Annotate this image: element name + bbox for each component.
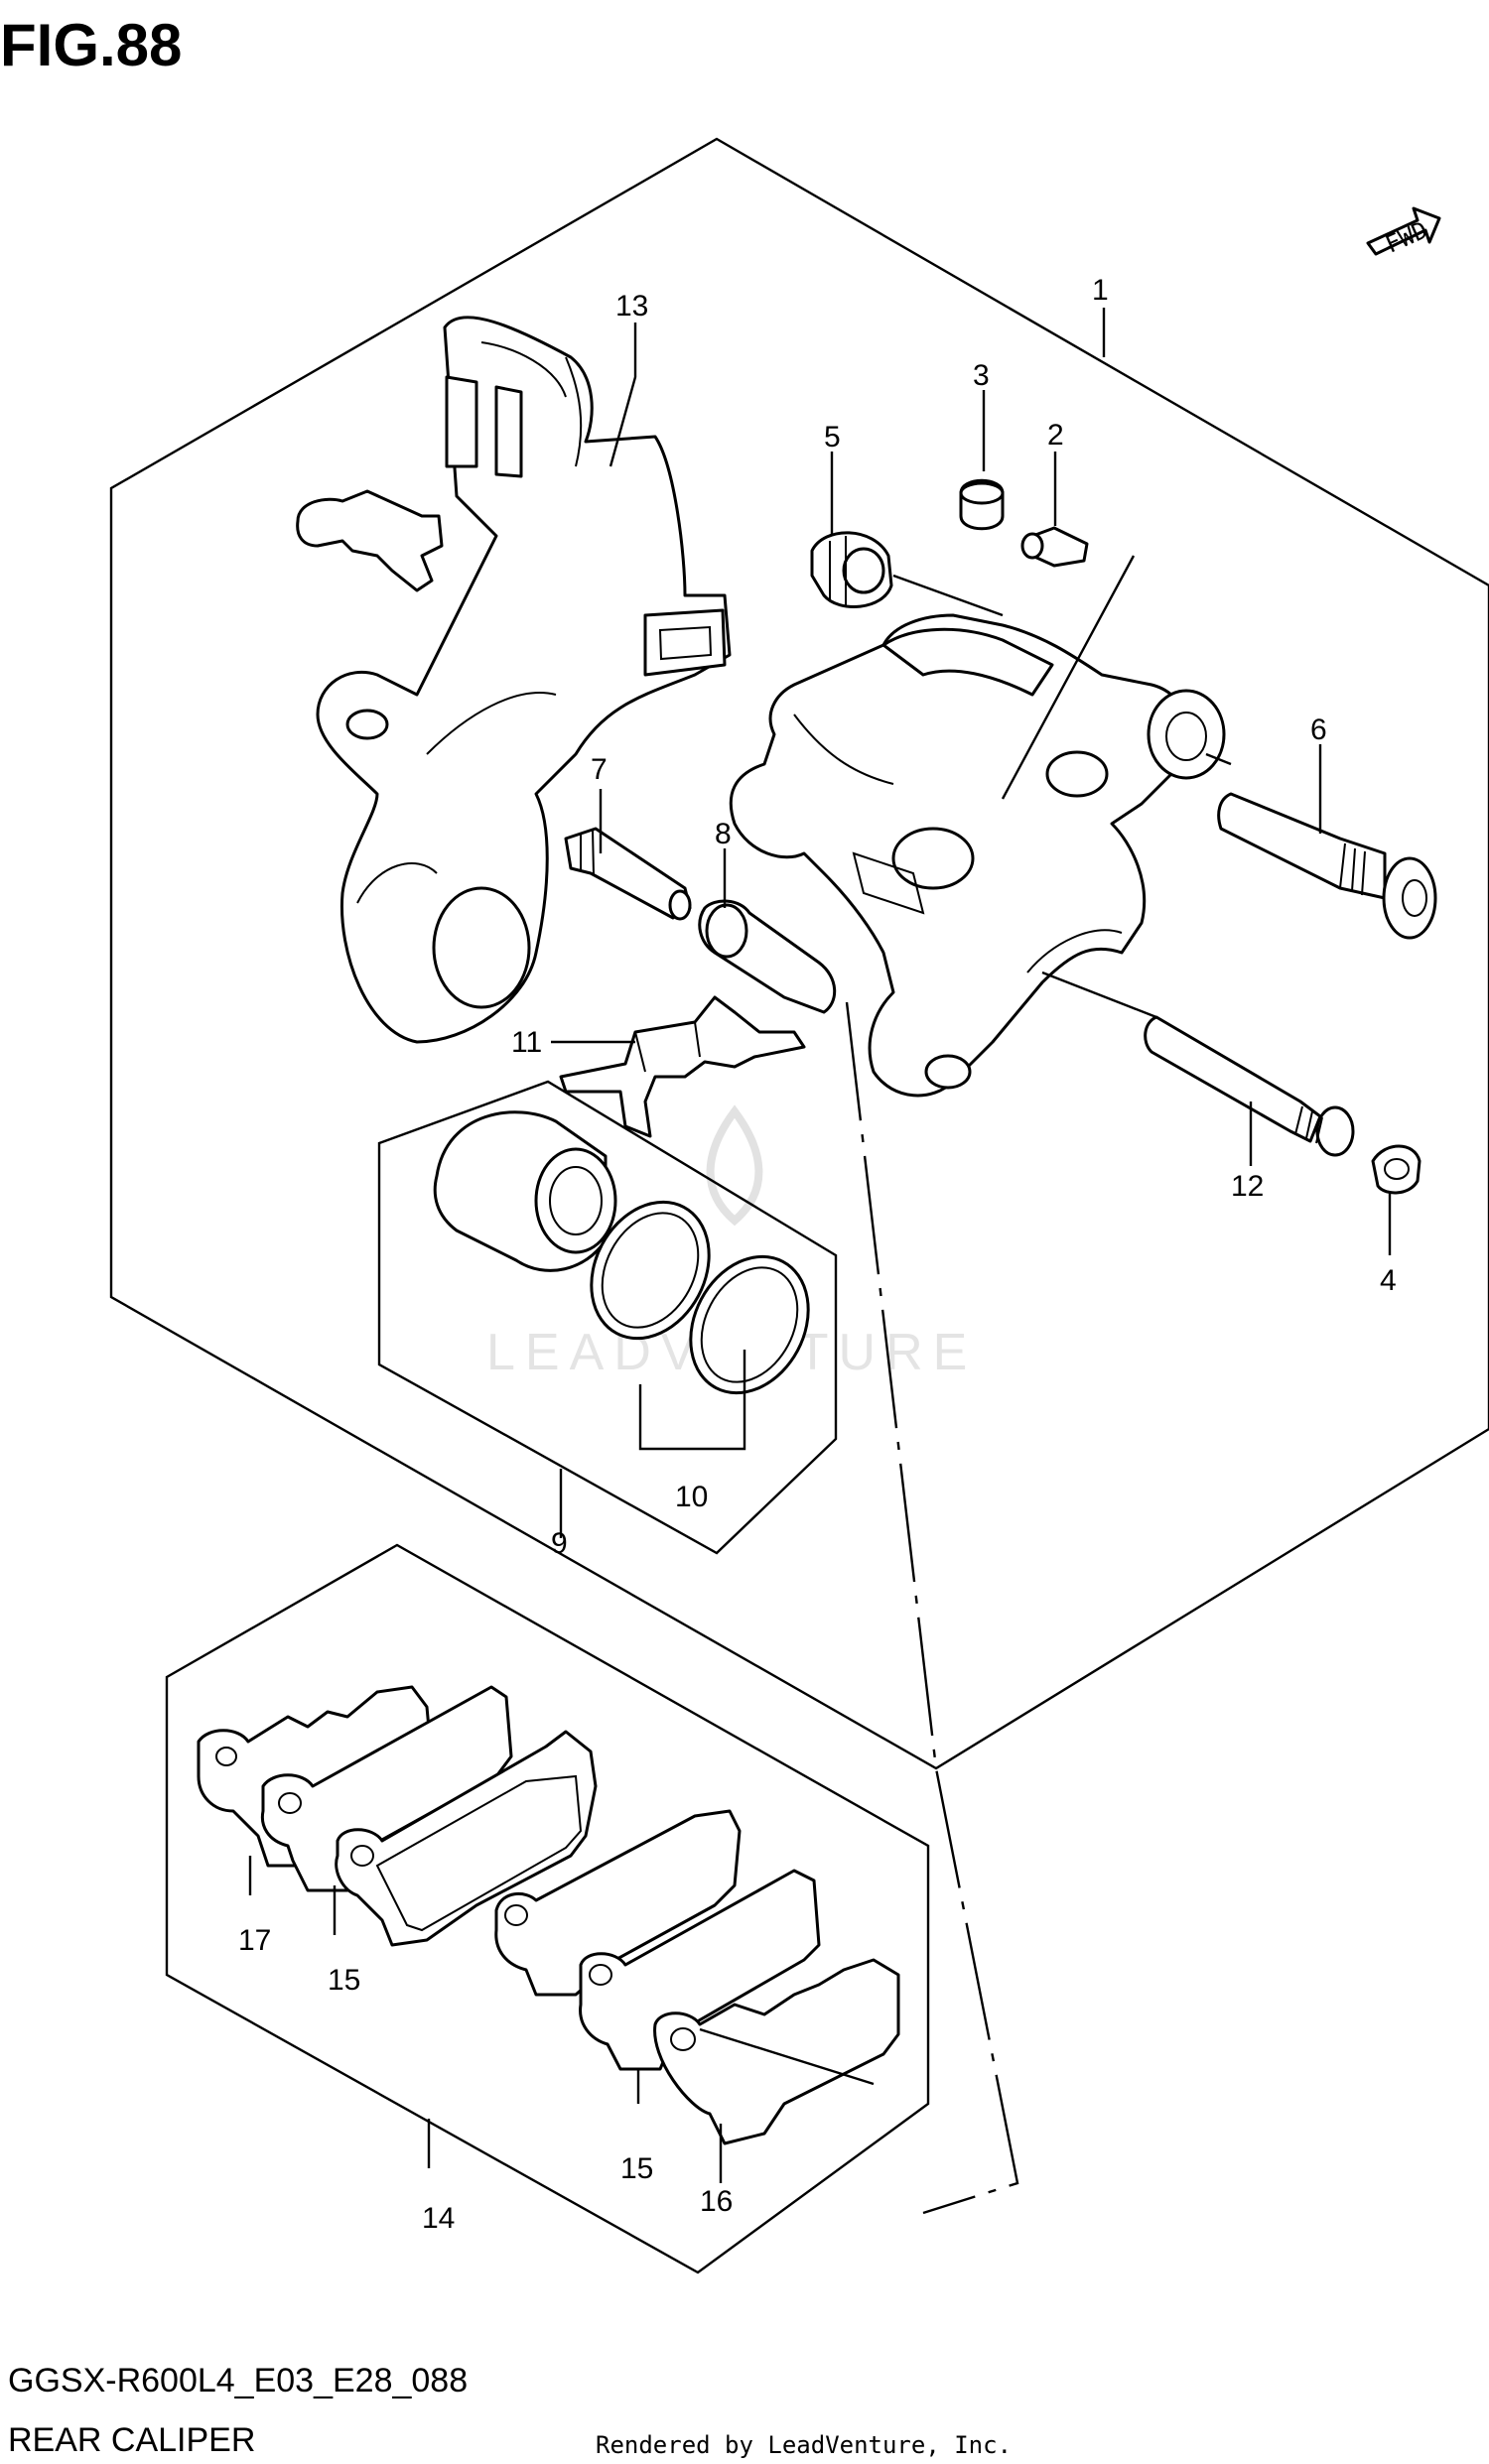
callout-13: 13 bbox=[615, 290, 648, 323]
section-name: REAR CALIPER bbox=[8, 2421, 255, 2459]
callout-15-right: 15 bbox=[620, 2152, 653, 2185]
piston-seals bbox=[590, 1200, 810, 1395]
callout-15-left: 15 bbox=[328, 1964, 360, 1997]
fwd-arrow-icon: FWD bbox=[1366, 206, 1441, 259]
bleeder-cap bbox=[959, 478, 1005, 531]
slide-pin-boot bbox=[698, 899, 837, 1014]
slide-pin-lower bbox=[1144, 1015, 1355, 1157]
callouts: 1 2 3 4 5 6 7 8 9 10 11 12 13 14 15 15 1… bbox=[238, 274, 1397, 2235]
bleeder-valve bbox=[1020, 526, 1089, 568]
callout-17: 17 bbox=[238, 1924, 271, 1957]
callout-6: 6 bbox=[1310, 713, 1327, 746]
callout-9: 9 bbox=[551, 1527, 568, 1560]
caliper-assembly-outline bbox=[109, 137, 1489, 1770]
brake-pads-left bbox=[197, 1685, 598, 1947]
leader-lines bbox=[248, 308, 1392, 2215]
piston-kit-outline bbox=[377, 1080, 838, 1555]
slide-pin-left bbox=[564, 827, 692, 921]
caliper-bracket bbox=[316, 316, 732, 1044]
model-code: GGSX-R600L4_E03_E28_088 bbox=[8, 2362, 468, 2399]
pad-spring bbox=[559, 995, 806, 1138]
callout-8: 8 bbox=[715, 818, 732, 850]
brake-pads-right bbox=[494, 1809, 900, 2145]
callout-3: 3 bbox=[973, 359, 990, 392]
callout-11: 11 bbox=[511, 1026, 542, 1059]
callout-1: 1 bbox=[1092, 274, 1109, 307]
callout-14: 14 bbox=[422, 2202, 455, 2235]
callout-2: 2 bbox=[1047, 419, 1064, 452]
rendered-by-credit: Rendered by LeadVenture, Inc. bbox=[596, 2431, 1012, 2459]
callout-4: 4 bbox=[1380, 1264, 1397, 1297]
callout-7: 7 bbox=[591, 753, 608, 786]
slide-pin-upper bbox=[1217, 792, 1437, 940]
callout-5: 5 bbox=[824, 421, 841, 454]
caliper-body bbox=[729, 613, 1226, 1098]
bracket-clip bbox=[296, 489, 444, 592]
callout-16: 16 bbox=[700, 2185, 733, 2218]
callout-10: 10 bbox=[675, 1481, 708, 1513]
caliper-piston bbox=[433, 1110, 617, 1272]
pin-boot bbox=[810, 531, 893, 608]
figure-title: FIG.88 bbox=[0, 12, 182, 78]
pin-cap bbox=[1371, 1144, 1421, 1195]
callout-12: 12 bbox=[1231, 1170, 1264, 1203]
pad-set-outline bbox=[165, 1543, 930, 2274]
